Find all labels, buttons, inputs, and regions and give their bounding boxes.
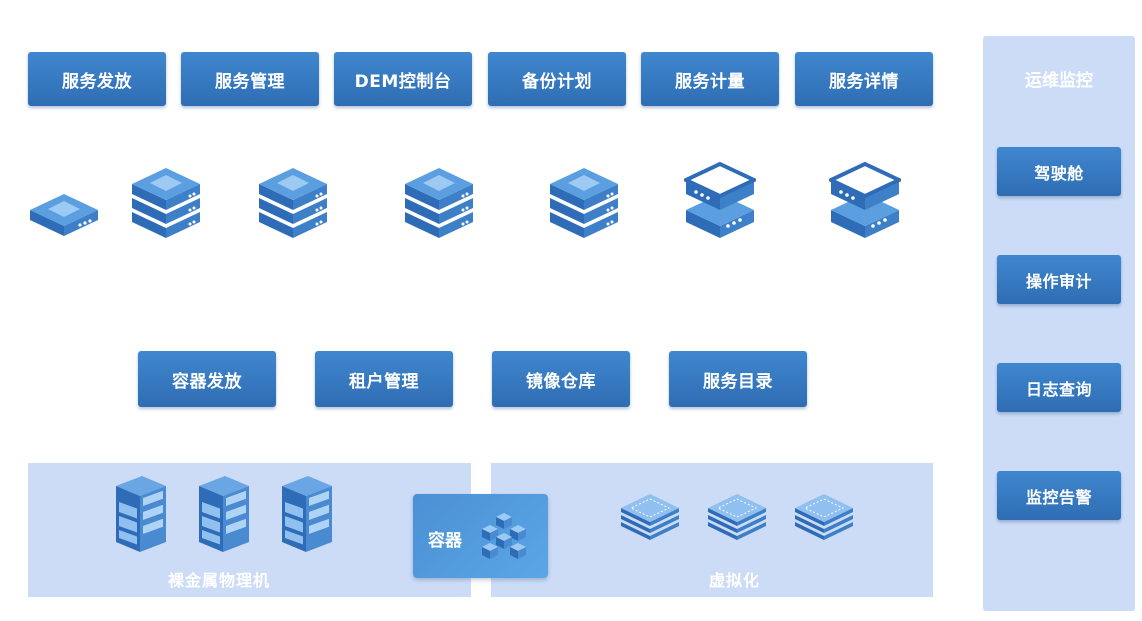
- server-stack-icon: [132, 168, 200, 238]
- ops-monitoring-title: 运维监控: [1025, 71, 1093, 91]
- server-stack-icon: [405, 168, 473, 238]
- virtual-server-icon: [795, 494, 853, 540]
- bare-metal-label: 裸金属物理机: [168, 571, 271, 590]
- service-issue-button[interactable]: 服务发放: [28, 52, 166, 106]
- virtual-server-icon: [708, 494, 766, 540]
- monitoring-alert-button[interactable]: 监控告警: [997, 471, 1121, 520]
- service-metering-button[interactable]: 服务计量: [641, 52, 779, 106]
- virtual-server-icon: [621, 494, 679, 540]
- service-catalog-button[interactable]: 服务目录: [669, 351, 807, 407]
- storage-node-icon: [684, 161, 756, 238]
- ops-monitoring-panel: [983, 36, 1135, 611]
- container-cubes-icon: [482, 513, 526, 559]
- router-icon: [30, 194, 98, 236]
- service-details-button[interactable]: 服务详情: [795, 52, 933, 106]
- bare-metal-panel: [28, 463, 471, 597]
- virtualization-panel: [491, 463, 933, 597]
- rack-server-icon: [199, 476, 249, 552]
- cockpit-button[interactable]: 驾驶舱: [997, 147, 1121, 196]
- server-stack-icon: [550, 168, 618, 238]
- server-stack-icon: [259, 168, 327, 238]
- image-registry-button[interactable]: 镜像仓库: [492, 351, 630, 407]
- operation-audit-button[interactable]: 操作审计: [997, 255, 1121, 304]
- service-management-button[interactable]: 服务管理: [181, 52, 319, 106]
- dem-console-button[interactable]: DEM控制台: [334, 52, 472, 106]
- virtualization-label: 虚拟化: [709, 571, 761, 590]
- rack-server-icon: [282, 476, 332, 552]
- tenant-management-button[interactable]: 租户管理: [315, 351, 453, 407]
- log-query-button[interactable]: 日志查询: [997, 363, 1121, 412]
- backup-plan-button[interactable]: 备份计划: [488, 52, 626, 106]
- container-label: 容器: [428, 531, 462, 551]
- container-issue-button[interactable]: 容器发放: [138, 351, 276, 407]
- storage-node-icon: [829, 161, 901, 238]
- rack-server-icon: [116, 476, 166, 552]
